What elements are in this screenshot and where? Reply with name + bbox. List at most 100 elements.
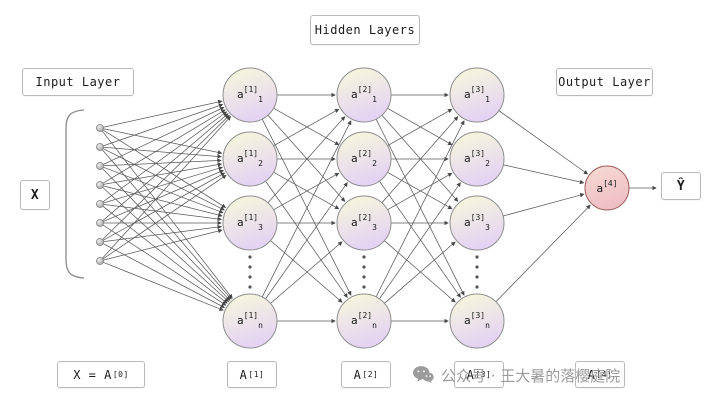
connection-edge	[103, 162, 223, 185]
formula-a4-box: A[4]	[575, 361, 625, 388]
node-label: a[3]n	[464, 311, 490, 330]
formula-base: A	[239, 367, 248, 382]
input-node	[96, 143, 104, 151]
connection-edge	[270, 240, 343, 303]
connection-edge	[103, 158, 222, 167]
hidden-node	[449, 293, 505, 349]
hidden-node	[336, 195, 392, 251]
connection-edge	[102, 115, 232, 259]
node-label: a[3]1	[464, 85, 490, 104]
connection-edge	[103, 99, 223, 128]
input-node	[96, 181, 104, 189]
connection-edge	[503, 193, 585, 217]
formula-a2-box: A[2]	[341, 361, 391, 388]
ellipsis-dot	[248, 255, 252, 259]
connection-edge	[375, 118, 465, 296]
connection-edge	[103, 146, 222, 159]
connection-edge	[103, 103, 224, 147]
hidden-node	[222, 67, 278, 123]
connection-edge	[102, 174, 227, 260]
nodes-group: a[1]1a[1]2a[1]3a[1]na[2]1a[2]2a[2]3a[2]n…	[96, 67, 630, 349]
input-node	[96, 200, 104, 208]
connection-edge	[265, 180, 348, 298]
hidden-node	[336, 293, 392, 349]
connection-edge	[102, 224, 227, 306]
connection-edge	[261, 118, 352, 296]
connection-edge	[103, 166, 224, 214]
connection-edge	[387, 107, 453, 146]
ellipsis-dot	[475, 255, 479, 259]
connection-edge	[267, 114, 346, 202]
connection-edge	[265, 182, 348, 300]
connection-edge	[379, 180, 461, 298]
ellipsis-dot	[475, 285, 479, 289]
edges-group	[101, 92, 657, 324]
node-label: a[2]n	[351, 311, 377, 330]
input-bracket	[65, 109, 85, 279]
ellipsis-dot	[362, 265, 366, 269]
connection-edge	[387, 171, 453, 210]
node-label: a[2]3	[351, 213, 377, 232]
node-label: a[1]2	[237, 149, 263, 168]
connection-edge	[103, 106, 225, 165]
input-x-box: X	[20, 180, 50, 210]
formula-sup: [2]	[362, 370, 379, 379]
input-node	[96, 124, 104, 132]
formula-base: A	[587, 367, 596, 382]
connection-edge	[102, 109, 226, 184]
ellipsis-dot	[248, 275, 252, 279]
connection-edge	[102, 243, 225, 308]
watermark-text: 公众号 · 王大暑的落樱庭院	[441, 366, 621, 385]
input-node	[96, 257, 104, 265]
node-label: a[1]3	[237, 213, 263, 232]
formula-sup: [3]	[475, 370, 492, 379]
connection-edge	[384, 241, 456, 304]
connection-edge	[270, 241, 343, 304]
formula-a1-box: A[1]	[227, 361, 277, 388]
connection-edge	[387, 108, 453, 147]
output-node-label: a[4]	[596, 179, 617, 195]
node-label: a[3]2	[464, 149, 490, 168]
hidden-node	[336, 131, 392, 187]
connection-edge	[103, 169, 224, 222]
input-node	[96, 162, 104, 170]
ellipsis-dot	[362, 275, 366, 279]
ellipsis-dot	[248, 265, 252, 269]
connection-edge	[102, 129, 227, 208]
hidden-node	[449, 195, 505, 251]
node-label: a[1]n	[237, 311, 263, 330]
connection-edge	[375, 120, 465, 298]
connection-edge	[381, 114, 459, 202]
input-node	[96, 219, 104, 227]
connection-edge	[498, 110, 589, 175]
connection-edge	[273, 107, 340, 146]
formula-base: A	[353, 367, 362, 382]
formula-base: A	[466, 367, 475, 382]
connection-edge	[495, 204, 591, 302]
node-label: a[3]3	[464, 213, 490, 232]
output-node	[584, 165, 630, 211]
connection-edge	[103, 166, 223, 204]
ellipsis-dot	[362, 285, 366, 289]
connection-edge	[261, 120, 352, 298]
formula-sup: [0]	[112, 370, 129, 379]
connection-edge	[379, 182, 461, 300]
connection-edge	[102, 149, 232, 300]
connection-edge	[273, 172, 340, 211]
connection-edge	[103, 224, 222, 242]
connection-edge	[102, 111, 228, 203]
output-layer-label: Output Layer	[556, 68, 653, 96]
connection-edge	[103, 204, 222, 222]
input-node	[96, 238, 104, 246]
formula-a3-box: A[3]	[454, 361, 504, 388]
connection-edge	[384, 240, 456, 303]
ellipsis-dot	[248, 285, 252, 289]
connection-edge	[387, 172, 453, 211]
connection-edge	[103, 261, 224, 311]
hidden-node	[222, 131, 278, 187]
ellipsis-dot	[362, 255, 366, 259]
input-layer-label: Input Layer	[22, 68, 134, 96]
connection-edge	[102, 172, 226, 241]
